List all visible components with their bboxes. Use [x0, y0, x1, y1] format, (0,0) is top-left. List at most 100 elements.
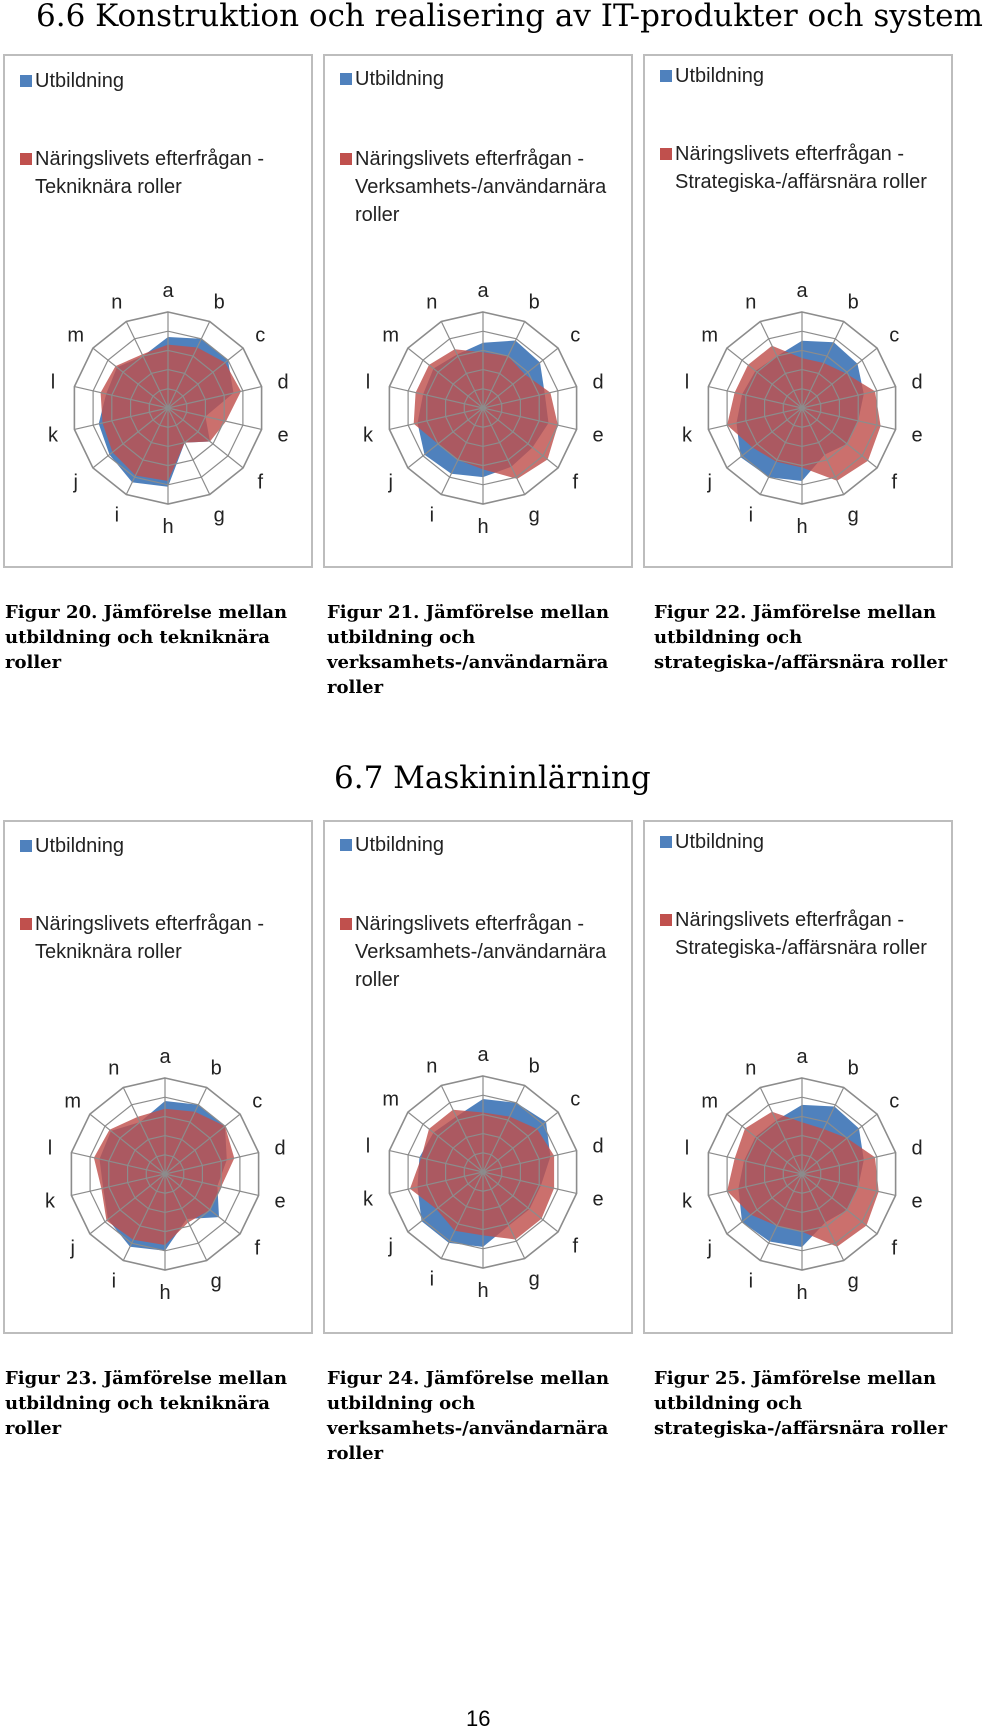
- radar-chart-panel: Utbildning Näringslivets efterfrågan - S…: [643, 820, 953, 1334]
- axis-label-d: d: [592, 1136, 603, 1158]
- axis-label-l: l: [366, 372, 370, 394]
- axis-label-c: c: [889, 1090, 899, 1112]
- axis-label-i: i: [430, 504, 434, 526]
- grid-spoke: [164, 1087, 208, 1175]
- axis-label-j: j: [706, 472, 711, 494]
- grid-spoke: [164, 1173, 241, 1235]
- legend-swatch-education: [660, 70, 672, 82]
- axis-label-c: c: [570, 324, 580, 346]
- axis-label-d: d: [911, 372, 922, 394]
- legend-label-industry: Näringslivets efterfrågan - Tekniknära r…: [35, 913, 264, 963]
- figure-caption: Figur 25. Jämförelse mellan utbildning o…: [654, 1368, 948, 1439]
- axis-label-a: a: [162, 280, 174, 302]
- grid-spoke: [482, 1150, 577, 1173]
- axis-label-k: k: [45, 1190, 56, 1212]
- legend-swatch-education: [340, 73, 352, 85]
- grid-spoke: [440, 321, 484, 409]
- axis-label-c: c: [889, 324, 899, 346]
- axis-label-h: h: [796, 516, 807, 538]
- axis-label-l: l: [685, 372, 689, 394]
- grid-spoke: [801, 407, 878, 469]
- axis-label-n: n: [111, 292, 122, 314]
- grid-spoke: [726, 1113, 803, 1175]
- axis-label-l: l: [685, 1138, 689, 1160]
- legend-swatch-education: [20, 75, 32, 87]
- axis-label-i: i: [749, 1270, 753, 1292]
- axis-label-b: b: [211, 1058, 222, 1080]
- axis-label-m: m: [382, 324, 399, 346]
- figure-caption: Figur 21. Jämförelse mellan utbildning o…: [327, 602, 610, 698]
- axis-label-n: n: [745, 1058, 756, 1080]
- axis-label-e: e: [911, 1190, 922, 1212]
- axis-label-h: h: [159, 1282, 170, 1304]
- axis-label-j: j: [706, 1238, 711, 1260]
- grid-spoke: [89, 1173, 166, 1235]
- grid-spoke: [167, 386, 262, 409]
- legend-entry-industry: Näringslivets efterfrågan - Tekniknära r…: [20, 145, 305, 201]
- grid-spoke: [482, 321, 526, 409]
- legend-swatch-industry: [20, 918, 32, 930]
- axis-label-n: n: [108, 1058, 119, 1080]
- axis-label-i: i: [749, 504, 753, 526]
- legend-entry-education: Utbildning: [660, 828, 945, 856]
- grid-spoke: [708, 407, 803, 430]
- axis-label-m: m: [701, 324, 718, 346]
- grid-spoke: [71, 1152, 166, 1175]
- axis-label-e: e: [911, 424, 922, 446]
- axis-label-m: m: [64, 1090, 81, 1112]
- grid-spoke: [726, 347, 803, 409]
- radar-chart-panel: Utbildning Näringslivets efterfrågan - T…: [3, 820, 313, 1334]
- legend-entry-education: Utbildning: [340, 65, 625, 93]
- legend-entry-education: Utbildning: [20, 67, 305, 95]
- section-title-1: 6.6 Konstruktion och realisering av IT-p…: [36, 0, 983, 34]
- section-title-2: 6.7 Maskininlärning: [334, 760, 651, 796]
- axis-label-a: a: [159, 1046, 171, 1068]
- grid-spoke: [167, 407, 262, 430]
- grid-spoke: [801, 1087, 845, 1175]
- grid-spoke: [74, 386, 169, 409]
- grid-spoke: [801, 407, 896, 430]
- grid-spoke: [801, 1152, 896, 1175]
- axis-label-b: b: [529, 292, 540, 314]
- grid-spoke: [482, 1085, 526, 1173]
- grid-spoke: [759, 1173, 803, 1261]
- legend-label-education: Utbildning: [355, 68, 444, 90]
- legend-label-education: Utbildning: [35, 835, 124, 857]
- grid-spoke: [167, 407, 244, 469]
- legend-label-education: Utbildning: [675, 65, 764, 87]
- axis-label-k: k: [682, 1190, 693, 1212]
- axis-label-a: a: [477, 280, 489, 302]
- legend-entry-industry: Näringslivets efterfrågan - Tekniknära r…: [20, 910, 305, 966]
- axis-label-g: g: [848, 504, 859, 526]
- legend-swatch-industry: [660, 148, 672, 160]
- axis-label-d: d: [277, 372, 288, 394]
- axis-label-g: g: [211, 1270, 222, 1292]
- axis-label-m: m: [701, 1090, 718, 1112]
- grid-spoke: [92, 347, 169, 409]
- grid-spoke: [482, 1111, 559, 1173]
- figure-caption: Figur 20. Jämförelse mellan utbildning o…: [5, 602, 288, 673]
- figure-caption: Figur 24. Jämförelse mellan utbildning o…: [327, 1368, 610, 1464]
- axis-label-j: j: [72, 472, 77, 494]
- grid-spoke: [74, 407, 169, 430]
- series-area-industry: [727, 1111, 879, 1247]
- axis-label-e: e: [592, 424, 603, 446]
- radar-chart-panel: Utbildning Näringslivets efterfrågan - S…: [643, 54, 953, 568]
- legend-label-industry: Näringslivets efterfrågan - Strategiska-…: [675, 909, 927, 959]
- radar-chart-panel: Utbildning Näringslivets efterfrågan - T…: [3, 54, 313, 568]
- legend-label-industry: Näringslivets efterfrågan - Tekniknära r…: [35, 148, 264, 198]
- axis-label-e: e: [592, 1188, 603, 1210]
- grid-spoke: [389, 1150, 484, 1173]
- legend-swatch-education: [660, 836, 672, 848]
- page-number: 16: [466, 1706, 491, 1731]
- grid-spoke: [801, 1113, 878, 1175]
- figure-caption: Figur 23. Jämförelse mellan utbildning o…: [5, 1368, 288, 1439]
- axis-label-h: h: [477, 1280, 488, 1302]
- grid-spoke: [482, 407, 577, 430]
- grid-spoke: [482, 1171, 577, 1194]
- axis-label-m: m: [67, 324, 84, 346]
- grid-spoke: [164, 1152, 259, 1175]
- grid-spoke: [122, 1087, 166, 1175]
